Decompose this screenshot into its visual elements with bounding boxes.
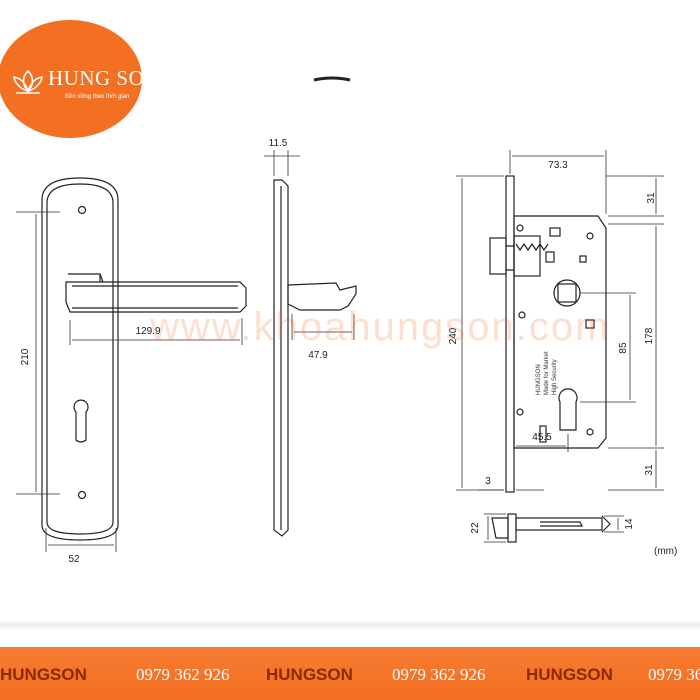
dim-handle-length: 129.9 bbox=[135, 326, 160, 337]
svg-text:High Security: High Security bbox=[552, 359, 558, 395]
spindle-square bbox=[557, 283, 577, 303]
svg-text:HUNGSON: HUNGSON bbox=[536, 364, 542, 395]
side-plate bbox=[273, 179, 289, 537]
brand-logo: HUNG SON Bền vững theo thời gian bbox=[0, 20, 159, 138]
brand-name: HUNG SON bbox=[48, 66, 160, 90]
footer-banner: HUNGSON 0979 362 926 HUNGSON 0979 362 92… bbox=[0, 647, 700, 700]
footer-phone: 0979 362 926 bbox=[392, 665, 486, 684]
screw-bottom bbox=[77, 490, 87, 500]
dim-backset: 45.5 bbox=[532, 432, 552, 443]
latch-detail bbox=[491, 517, 509, 539]
latch-bolt bbox=[489, 237, 507, 275]
dim-spindle-to-cylinder: 85 bbox=[618, 342, 629, 354]
dim-plate-width: 52 bbox=[68, 554, 80, 565]
unit-label: (mm) bbox=[654, 546, 678, 557]
dim-lock-width: 73.3 bbox=[548, 160, 568, 171]
dim-handle-projection: 47.9 bbox=[308, 350, 328, 361]
lotus-icon bbox=[13, 69, 43, 94]
dim-bottom-offset: 31 bbox=[644, 464, 655, 476]
backplate-outline bbox=[41, 177, 119, 541]
dim-latch-thickness: 14 bbox=[624, 518, 635, 530]
latch-spring bbox=[515, 242, 549, 252]
dim-latch-height: 22 bbox=[470, 522, 481, 534]
footer-brand: HUNGSON bbox=[0, 665, 87, 684]
dim-body-height: 178 bbox=[644, 327, 655, 344]
footer-phone: 0979 362 926 bbox=[136, 665, 230, 684]
cylinder-hole bbox=[558, 388, 578, 431]
svg-text:Made for Market: Made for Market bbox=[544, 351, 550, 395]
dim-faceplate: 3 bbox=[485, 476, 491, 487]
side-lever bbox=[287, 282, 357, 311]
backplate-inner bbox=[46, 183, 114, 535]
dim-plate-thickness: 11.5 bbox=[269, 138, 288, 149]
screw-top bbox=[77, 205, 87, 215]
lever-handle bbox=[65, 281, 247, 313]
watermark: www.khoahungson.com bbox=[150, 305, 611, 349]
lock-body bbox=[513, 215, 607, 449]
keyhole bbox=[73, 399, 89, 443]
footer-brand: HUNGSON bbox=[526, 665, 613, 684]
brand-tagline: Bền vững theo thời gian bbox=[65, 94, 130, 100]
dim-lock-height: 240 bbox=[448, 327, 459, 344]
dim-top-offset: 31 bbox=[646, 192, 657, 204]
footer-phone: 0979 362 926 bbox=[648, 665, 700, 684]
footer-brand: HUNGSON bbox=[266, 665, 353, 684]
dim-plate-height: 210 bbox=[20, 348, 31, 365]
divider bbox=[0, 620, 700, 630]
